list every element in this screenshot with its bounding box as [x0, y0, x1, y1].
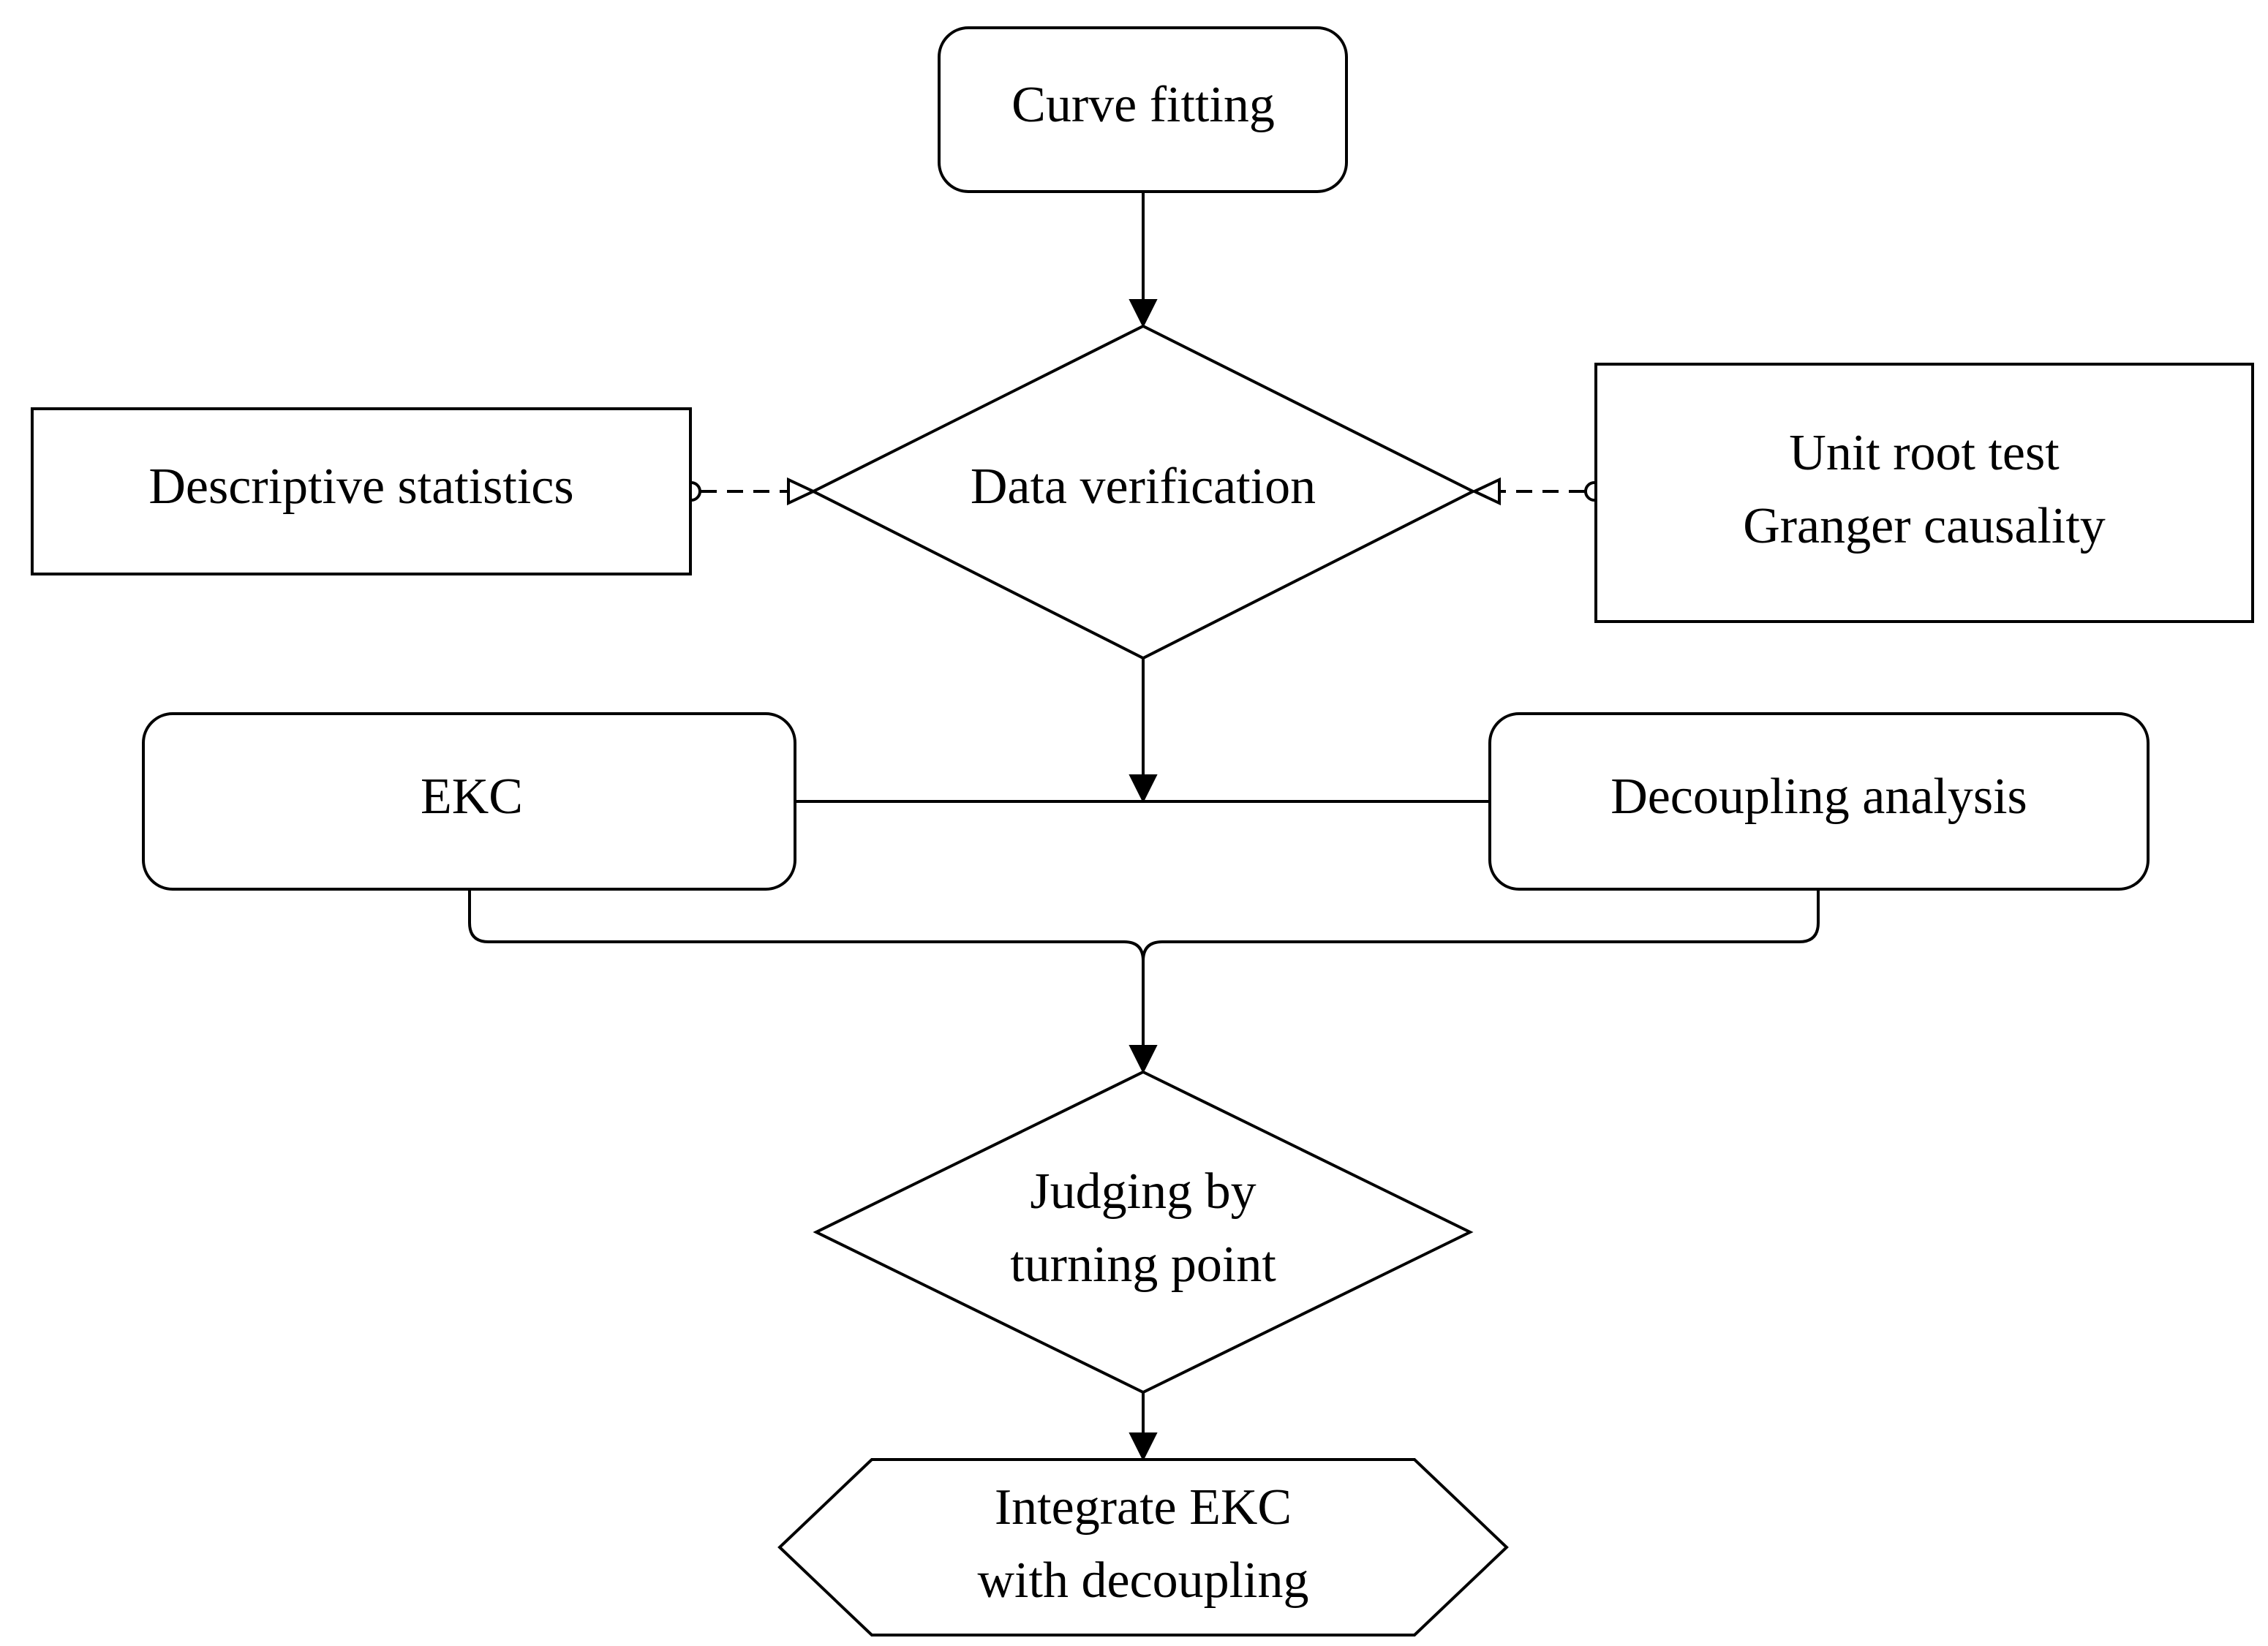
node-decoupling-analysis: Decoupling analysis	[1488, 712, 2150, 891]
hollow-arrowhead-left	[1471, 477, 1501, 506]
judging-label-line1: Judging by	[1030, 1163, 1256, 1220]
node-data-verification: Data verification	[810, 324, 1477, 660]
unit-root-box	[1594, 363, 2254, 623]
node-ekc: EKC	[142, 712, 796, 891]
data-verification-diamond	[810, 324, 1477, 660]
integrate-hexagon	[777, 1458, 1509, 1636]
node-curve-fitting: Curve fitting	[938, 26, 1348, 193]
decoupling-analysis-label: Decoupling analysis	[1610, 769, 2027, 825]
ekc-box	[142, 712, 796, 891]
integrate-label-line1: Integrate EKC	[995, 1479, 1292, 1536]
descriptive-statistics-box	[31, 407, 692, 575]
ekc-label: EKC	[421, 769, 523, 825]
curve-fitting-label: Curve fitting	[1011, 77, 1275, 133]
node-integrate: Integrate EKC with decoupling	[777, 1458, 1509, 1636]
descriptive-statistics-label: Descriptive statistics	[148, 458, 573, 515]
granger-causality-label: Granger causality	[1743, 498, 2106, 554]
arrowhead-down	[1129, 299, 1158, 328]
judging-label-line2: turning point	[1010, 1237, 1276, 1293]
arrowhead-down	[1129, 1432, 1158, 1462]
node-judging-turning-point: Judging by turning point	[813, 1070, 1474, 1394]
node-descriptive-statistics: Descriptive statistics	[31, 407, 692, 575]
unit-root-label: Unit root test	[1789, 425, 2060, 481]
hollow-arrowhead-right	[787, 477, 817, 506]
arrowhead-down	[1129, 1045, 1158, 1074]
judging-diamond	[813, 1070, 1474, 1394]
merge-brace	[468, 889, 1820, 962]
node-unit-root-granger: Unit root test Granger causality	[1594, 363, 2254, 623]
integrate-label-line2: with decoupling	[978, 1552, 1309, 1609]
curve-fitting-box	[938, 26, 1348, 193]
data-verification-label: Data verification	[971, 458, 1316, 515]
decoupling-analysis-box	[1488, 712, 2150, 891]
arrowhead-down	[1129, 774, 1158, 804]
